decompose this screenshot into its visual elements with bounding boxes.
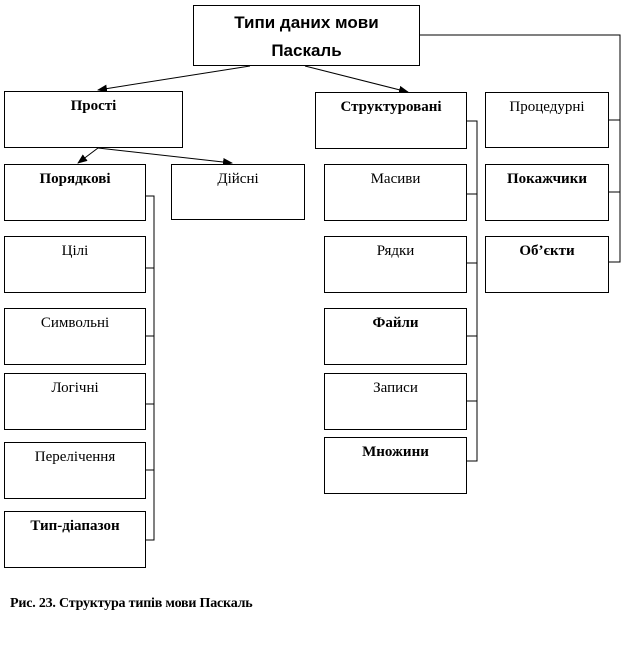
node-integer: Цілі	[4, 236, 146, 293]
root-title-line1: Типи даних мови	[234, 13, 379, 32]
node-sets-label: Множини	[362, 444, 429, 460]
node-subrange: Тип-діапазон	[4, 511, 146, 568]
node-character: Символьні	[4, 308, 146, 365]
node-integer-label: Цілі	[61, 243, 89, 259]
node-objects: Об’єкти	[485, 236, 609, 293]
node-structured: Структуровані	[315, 92, 467, 149]
node-boolean: Логічні	[4, 373, 146, 430]
node-character-label: Символьні	[40, 315, 110, 331]
node-enumeration: Перелічення	[4, 442, 146, 499]
node-real: Дійсні	[171, 164, 305, 220]
node-subrange-label: Тип-діапазон	[30, 518, 120, 534]
node-ordinal: Порядкові	[4, 164, 146, 221]
figure-caption: Рис. 23. Структура типів мови Паскаль	[10, 596, 253, 611]
arrow-root-to-structured	[304, 65, 409, 94]
node-arrays: Масиви	[324, 164, 467, 221]
node-procedural-label: Процедурні	[509, 99, 585, 115]
node-records-label: Записи	[373, 380, 418, 396]
node-structured-label: Структуровані	[340, 99, 442, 115]
node-strings: Рядки	[324, 236, 467, 293]
node-procedural: Процедурні	[485, 92, 609, 148]
node-sets: Множини	[324, 437, 467, 494]
arrow-root-to-simple	[97, 65, 251, 93]
node-records: Записи	[324, 373, 467, 430]
line-ordinal-bracket	[146, 195, 155, 541]
arrow-simple-to-ordinal	[77, 147, 99, 164]
node-boolean-label: Логічні	[51, 380, 99, 396]
line-root-to-procedural	[420, 34, 621, 263]
node-pointers: Покажчики	[485, 164, 609, 221]
node-enumeration-label: Перелічення	[34, 449, 116, 465]
node-simple: Прості	[4, 91, 183, 148]
node-real-label: Дійсні	[217, 171, 259, 187]
node-root: Типи даних мови Паскаль	[193, 5, 420, 66]
arrow-simple-to-real	[97, 147, 233, 166]
node-files-label: Файли	[372, 315, 419, 331]
node-simple-label: Прості	[70, 98, 117, 114]
node-pointers-label: Покажчики	[507, 171, 587, 187]
node-files: Файли	[324, 308, 467, 365]
node-objects-label: Об’єкти	[519, 243, 575, 259]
node-ordinal-label: Порядкові	[39, 171, 111, 187]
line-structured-bracket	[467, 120, 478, 462]
node-strings-label: Рядки	[376, 243, 415, 259]
node-arrays-label: Масиви	[370, 171, 421, 187]
root-title-line2: Паскаль	[271, 41, 342, 60]
